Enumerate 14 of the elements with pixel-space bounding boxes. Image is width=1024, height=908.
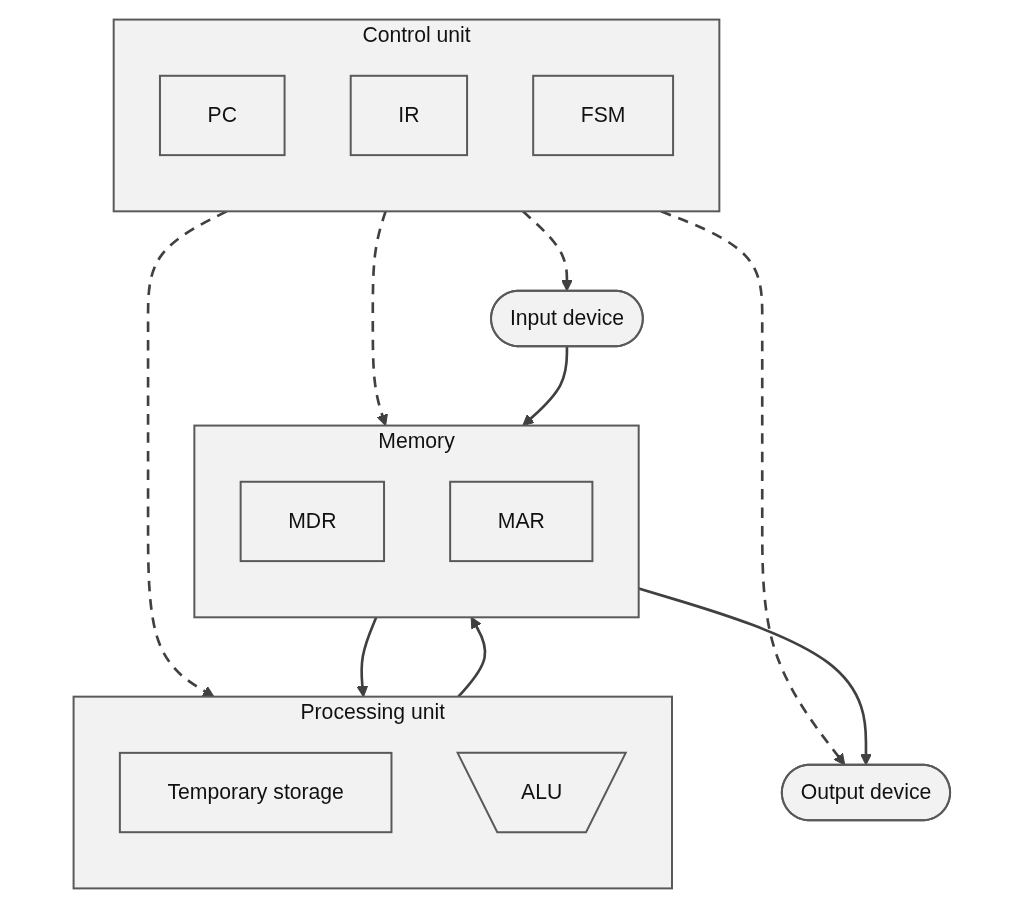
arrow xyxy=(356,616,378,698)
node-box: Temporary storage xyxy=(119,751,393,834)
arrow xyxy=(660,210,846,766)
arrow xyxy=(522,346,569,427)
node-box: MDR xyxy=(239,480,386,563)
arrow xyxy=(522,210,573,292)
arrow xyxy=(457,616,487,698)
node-box: PC xyxy=(159,74,286,157)
arrow xyxy=(371,210,389,427)
node-box: FSM xyxy=(532,74,675,157)
node-box: MAR xyxy=(449,480,594,563)
arrow xyxy=(146,210,228,698)
arrow xyxy=(638,587,872,766)
node-box: IR xyxy=(349,74,469,157)
